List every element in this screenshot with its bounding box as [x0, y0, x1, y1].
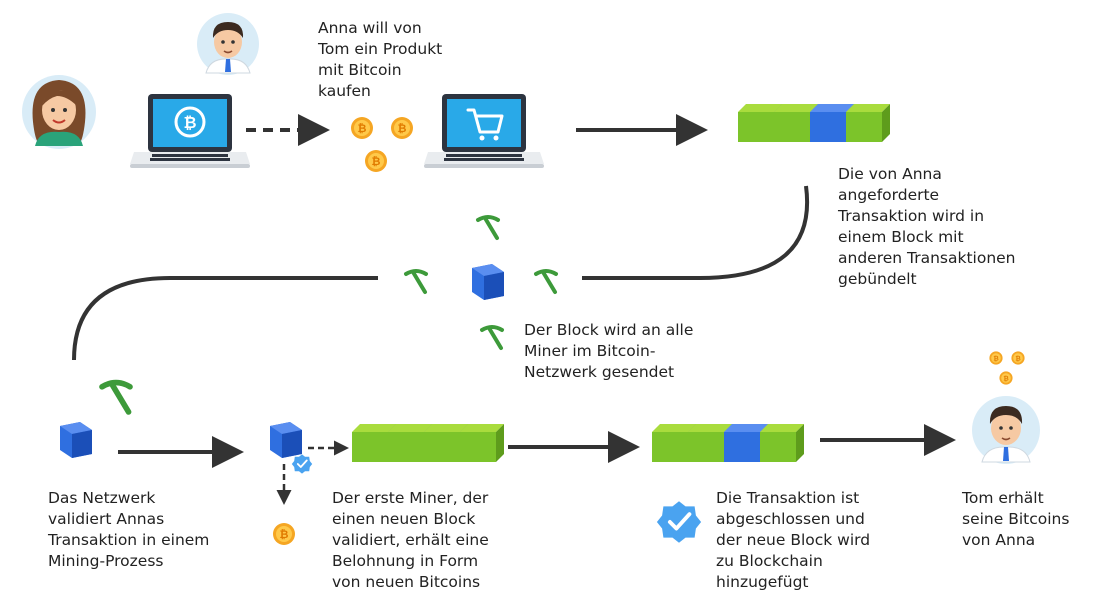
laptop-bitcoin-icon: ₿ — [130, 94, 250, 168]
flow-lines — [72, 114, 956, 468]
blockchain-segment-icon — [652, 424, 804, 462]
bitcoin-coin-icon — [351, 117, 373, 139]
bitcoin-coins — [351, 117, 413, 172]
verified-badge-icon — [654, 499, 704, 545]
man-avatar-icon — [972, 396, 1040, 464]
blue-block-icon — [60, 422, 92, 458]
verified-badge-icon — [290, 453, 314, 475]
bitcoin-coin-icon — [365, 150, 387, 172]
caption-anna-wants: Anna will von Tom ein Produkt mit Bitcoi… — [318, 19, 443, 100]
bitcoin-coin-icon — [273, 523, 295, 545]
blockchain-segment-icon — [352, 424, 504, 462]
pickaxe-icon — [534, 269, 558, 294]
blue-block-icon — [472, 264, 504, 300]
bitcoin-coin-icon — [989, 351, 1003, 365]
caption-first-miner: Der erste Miner, der einen neuen Block v… — [332, 489, 489, 591]
caption-tom-receives: Tom erhält seine Bitcoins von Anna — [962, 489, 1070, 549]
bitcoin-coin-icon — [1011, 351, 1025, 365]
curve-to-network — [72, 276, 378, 361]
pickaxe-icon — [102, 383, 130, 412]
blockchain-segment-icon — [738, 104, 890, 142]
bitcoin-coin-icon — [391, 117, 413, 139]
laptop-shopping-cart-icon — [424, 94, 544, 168]
bitcoin-coins — [989, 351, 1025, 385]
curve-to-mining — [582, 185, 810, 280]
pickaxe-icon — [480, 325, 504, 350]
woman-avatar-icon — [22, 75, 96, 149]
pickaxe-icon — [404, 269, 428, 294]
caption-completed: Die Transaktion ist abgeschlossen und de… — [716, 489, 871, 591]
man-avatar-icon — [197, 13, 259, 75]
caption-bundled: Die von Anna angeforderte Transaktion wi… — [838, 165, 1016, 288]
caption-sent-to-miners: Der Block wird an alle Miner im Bitcoin-… — [524, 321, 694, 381]
bitcoin-coin-icon — [999, 371, 1013, 385]
caption-network-validates: Das Netzwerk validiert Annas Transaktion… — [48, 489, 210, 570]
pickaxe-icon — [476, 215, 500, 240]
blue-block-icon — [270, 422, 302, 458]
svg-text:₿: ₿ — [183, 113, 196, 132]
